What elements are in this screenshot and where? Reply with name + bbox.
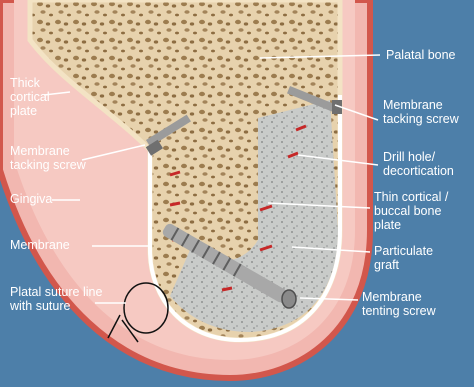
palatal-bone-label: Palatal bone [386,48,456,62]
particulate-graft-label: Particulate graft [374,244,433,272]
membrane-tacking-screw-right-label: Membrane tacking screw [383,98,459,126]
thick-cortical-plate-label: Thick cortical plate [10,76,50,118]
membrane-label: Membrane [10,238,70,252]
tenting-screw-label: Membrane tenting screw [362,290,436,318]
membrane-tacking-screw-left-label: Membrane tacking screw [10,144,86,172]
thin-cortical-label: Thin cortical / buccal bone plate [374,190,448,232]
drill-hole-label: Drill hole/ decortication [383,150,454,178]
gingiva-label: Gingiva [10,192,52,206]
suture-line-label: Platal suture line with suture [10,285,102,313]
